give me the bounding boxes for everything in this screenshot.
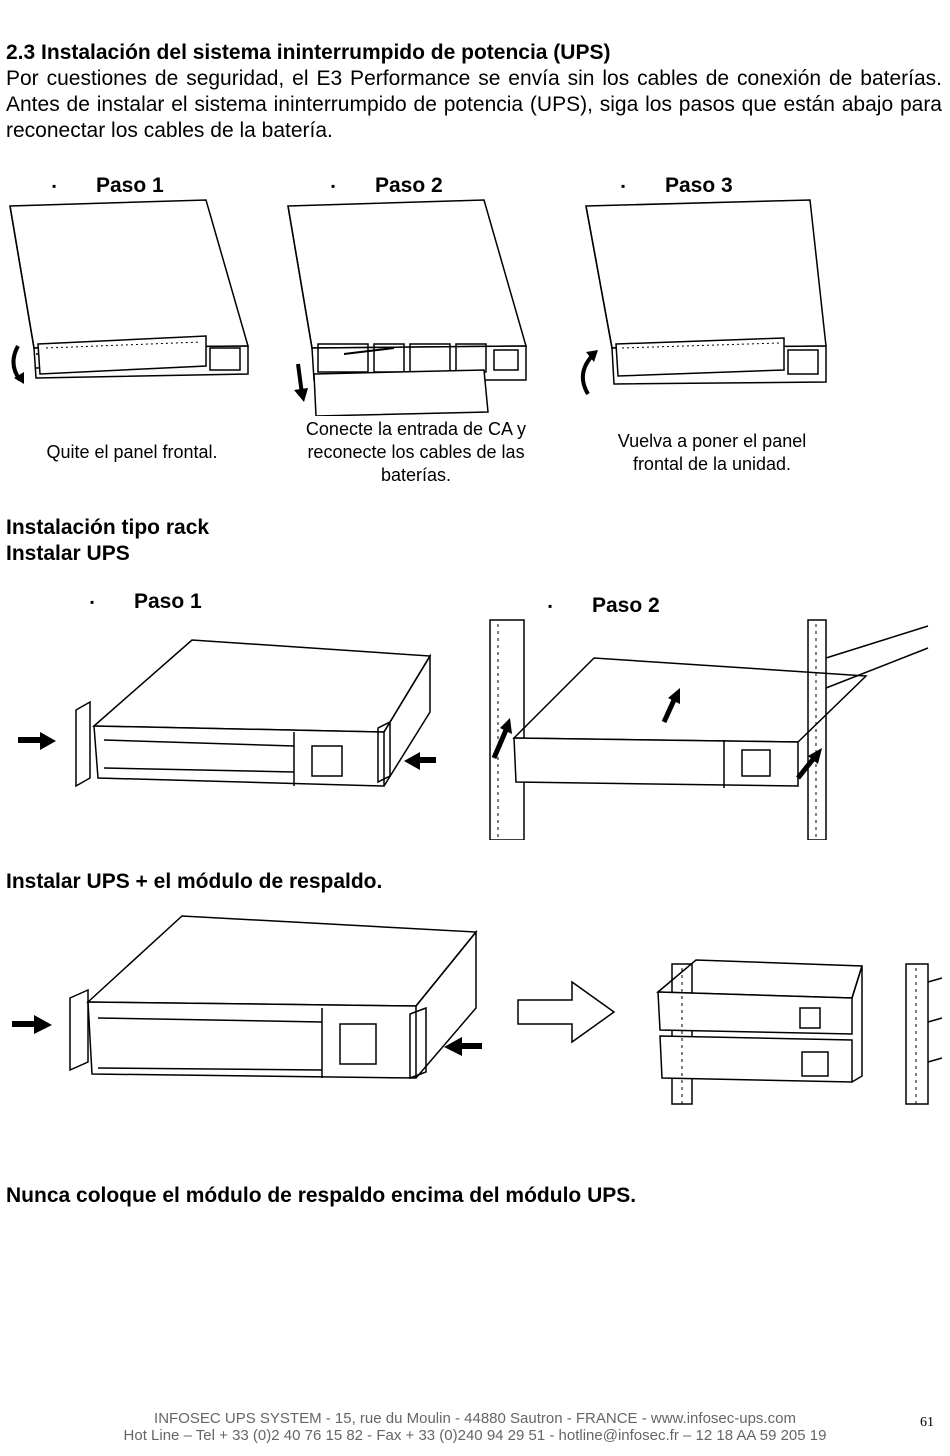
attach-brackets-illustration (18, 639, 436, 788)
intro-paragraph: Por cuestiones de seguridad, el E3 Perfo… (6, 67, 942, 142)
step-label: Paso 1 (96, 174, 164, 197)
mount-in-rack-illustration (489, 619, 929, 840)
footer-address: INFOSEC UPS SYSTEM - 15, rue du Moulin -… (154, 1410, 796, 1427)
install-ups-heading: Instalar UPS (6, 542, 130, 565)
step-2-caption: Conecte la entrada de CA y reconecte los… (305, 419, 527, 485)
bullet-icon: ▪ (621, 179, 626, 194)
section-title: 2.3 Instalación del sistema ininterrumpi… (6, 41, 611, 64)
remove-front-panel-illustration (9, 199, 249, 384)
footer-hotline: Hot Line – Tel + 33 (0)2 40 76 15 82 - F… (123, 1427, 827, 1444)
bullet-icon: ▪ (52, 179, 57, 194)
step-3-caption: Vuelva a poner el panel frontal de la un… (617, 431, 807, 474)
rack-heading: Instalación tipo rack (6, 516, 210, 539)
connect-cables-illustration (287, 199, 527, 416)
bullet-icon: ▪ (90, 595, 95, 610)
page-number: 61 (920, 1415, 934, 1430)
backup-module-installation-illustration (12, 915, 943, 1105)
bullet-icon: ▪ (331, 179, 336, 194)
step-2-heading: ▪ Paso 2 (331, 173, 443, 199)
step-label: Paso 2 (375, 174, 443, 197)
step-label: Paso 1 (134, 590, 202, 613)
step-1-heading: ▪ Paso 1 (52, 173, 164, 199)
replace-front-panel-illustration (580, 199, 827, 396)
rack-step-1-heading: ▪ Paso 1 (90, 589, 202, 615)
rack-step-2-heading: ▪ Paso 2 (548, 593, 660, 619)
warning-text: Nunca coloque el módulo de respaldo enci… (6, 1184, 637, 1207)
backup-heading: Instalar UPS + el módulo de respaldo. (6, 870, 383, 893)
step-1-caption: Quite el panel frontal. (46, 442, 218, 462)
step-label: Paso 2 (592, 594, 660, 617)
step-label: Paso 3 (665, 174, 733, 197)
bullet-icon: ▪ (548, 599, 553, 614)
step-3-heading: ▪ Paso 3 (621, 173, 733, 199)
